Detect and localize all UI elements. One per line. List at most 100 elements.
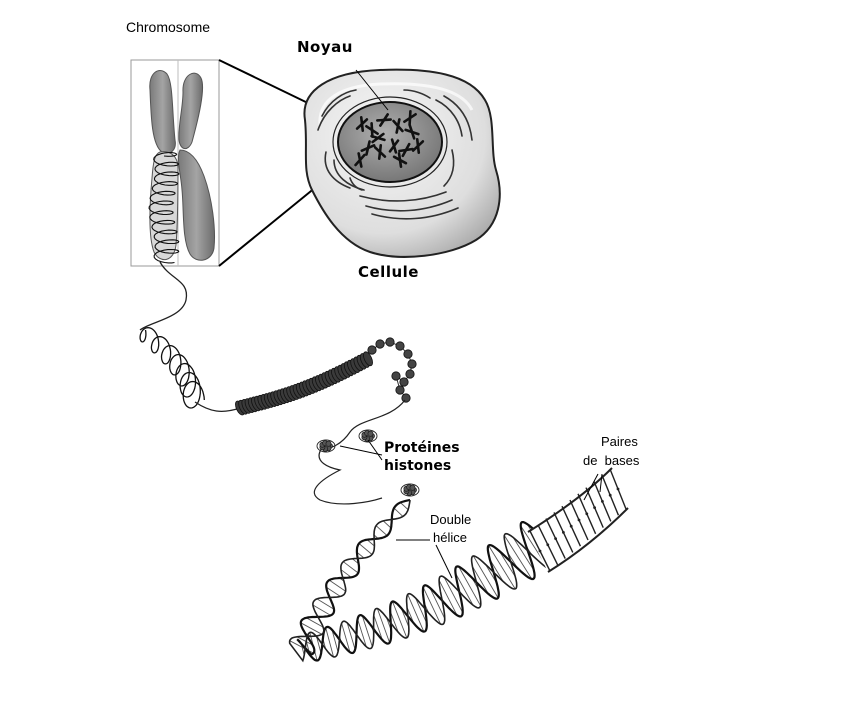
pointer-base-pairs-2 xyxy=(599,473,603,493)
helix-rung xyxy=(455,572,474,606)
thread-middle xyxy=(194,401,241,413)
helix-rung xyxy=(358,543,373,555)
histone-cluster xyxy=(400,483,420,497)
helix-rung xyxy=(472,566,489,595)
helix-rung xyxy=(376,608,391,643)
helix-rung xyxy=(375,525,388,536)
pointer-histones-2 xyxy=(367,439,383,461)
label-double-helix-line2: hélice xyxy=(433,530,467,545)
base-pair-ladder xyxy=(527,467,629,573)
helix-rung xyxy=(392,601,408,638)
nucleus xyxy=(337,101,443,183)
chromatid-lower-right xyxy=(177,149,215,261)
helix-rung xyxy=(498,550,516,578)
nucleosome xyxy=(407,359,417,369)
pointer-base-pairs-1 xyxy=(583,473,599,501)
nucleosome xyxy=(399,377,409,387)
helix-rung xyxy=(393,507,404,517)
chromatin-coil xyxy=(148,152,180,264)
er-arc xyxy=(435,99,463,137)
helix-rung xyxy=(316,598,335,610)
label-cell: Cellule xyxy=(358,263,419,281)
rung-bond xyxy=(546,543,550,547)
rung-bond xyxy=(608,493,612,497)
label-histones-line1: Protéines xyxy=(384,440,460,456)
helix-rung xyxy=(438,579,458,616)
nuclear-envelope xyxy=(332,96,448,188)
label-base-pairs-line1: Paires xyxy=(601,434,638,449)
er-arc xyxy=(403,89,431,99)
mini-chromosome xyxy=(365,122,379,138)
mini-chromosome xyxy=(403,110,417,126)
mini-chromosome xyxy=(370,132,386,144)
mini-chromosome xyxy=(360,140,376,156)
nucleosome xyxy=(401,393,411,403)
helix-rung xyxy=(382,520,392,529)
helix-rung xyxy=(366,539,375,547)
rung-bond xyxy=(593,506,596,509)
histone-cluster xyxy=(316,439,336,453)
helix-rung xyxy=(489,559,504,582)
nucleosome xyxy=(405,369,415,379)
mini-chromosome xyxy=(398,142,414,158)
label-nucleus: Noyau xyxy=(297,38,353,56)
er-arc xyxy=(349,177,363,191)
er-arc xyxy=(365,199,453,212)
mini-chromosome xyxy=(411,138,425,154)
helix-rung xyxy=(422,587,442,625)
mini-chromosome xyxy=(376,113,392,127)
er-arc xyxy=(443,149,455,187)
solenoid-loops xyxy=(139,326,205,409)
chromatid-right xyxy=(178,72,204,149)
chromosome-panel xyxy=(130,59,220,267)
ladder-backbone-bottom xyxy=(547,507,629,573)
mini-chromosome xyxy=(404,124,420,140)
mini-chromosome xyxy=(355,116,369,132)
label-histones-line2: histones xyxy=(384,458,452,474)
helix-rung xyxy=(488,545,516,590)
helix-rung xyxy=(407,594,425,632)
chromatin-fiber xyxy=(139,261,420,505)
er-arc xyxy=(324,151,351,189)
rung-bond xyxy=(601,500,604,503)
pointer-histones-1 xyxy=(339,445,383,456)
helix-rung xyxy=(316,636,322,654)
helix-rung xyxy=(306,617,324,628)
condensed-chromatin-fiber xyxy=(235,351,373,416)
helix-rung xyxy=(325,627,334,657)
mini-chromosome xyxy=(354,152,366,168)
ladder-rungs xyxy=(529,468,627,572)
label-double-helix-line1: Double xyxy=(430,512,472,527)
helix-rung xyxy=(443,577,464,613)
er-arc xyxy=(359,191,447,202)
helix-rung xyxy=(357,618,367,647)
helix-rung xyxy=(312,604,331,616)
er-arc xyxy=(317,95,351,131)
er-arc xyxy=(443,95,473,141)
er-arc xyxy=(371,207,459,220)
helix-rung xyxy=(328,579,346,592)
helix-rung xyxy=(361,615,373,647)
rung-bond xyxy=(577,518,581,522)
nucleosome xyxy=(403,349,413,359)
histone-cluster xyxy=(358,429,378,443)
rung-bond xyxy=(585,512,589,516)
nucleus-chromosomes xyxy=(354,110,425,168)
rung-bond xyxy=(562,531,565,534)
thread-lower xyxy=(313,399,406,505)
helix-strand-1 xyxy=(296,498,546,662)
helix-rung xyxy=(340,569,352,578)
label-chromosome: Chromosome xyxy=(126,19,211,35)
nucleosome xyxy=(395,341,405,351)
nucleosome-beads xyxy=(367,337,417,403)
helix-rung xyxy=(429,587,446,619)
mini-chromosome xyxy=(392,118,404,134)
cell xyxy=(303,68,501,258)
mini-chromosome xyxy=(388,138,400,154)
label-base-pairs-line2: de bases xyxy=(583,453,640,468)
chromatid-left xyxy=(149,70,176,154)
helix-rung xyxy=(346,622,356,650)
pointer-double-helix-2 xyxy=(435,544,453,579)
nucleosome xyxy=(391,371,401,381)
